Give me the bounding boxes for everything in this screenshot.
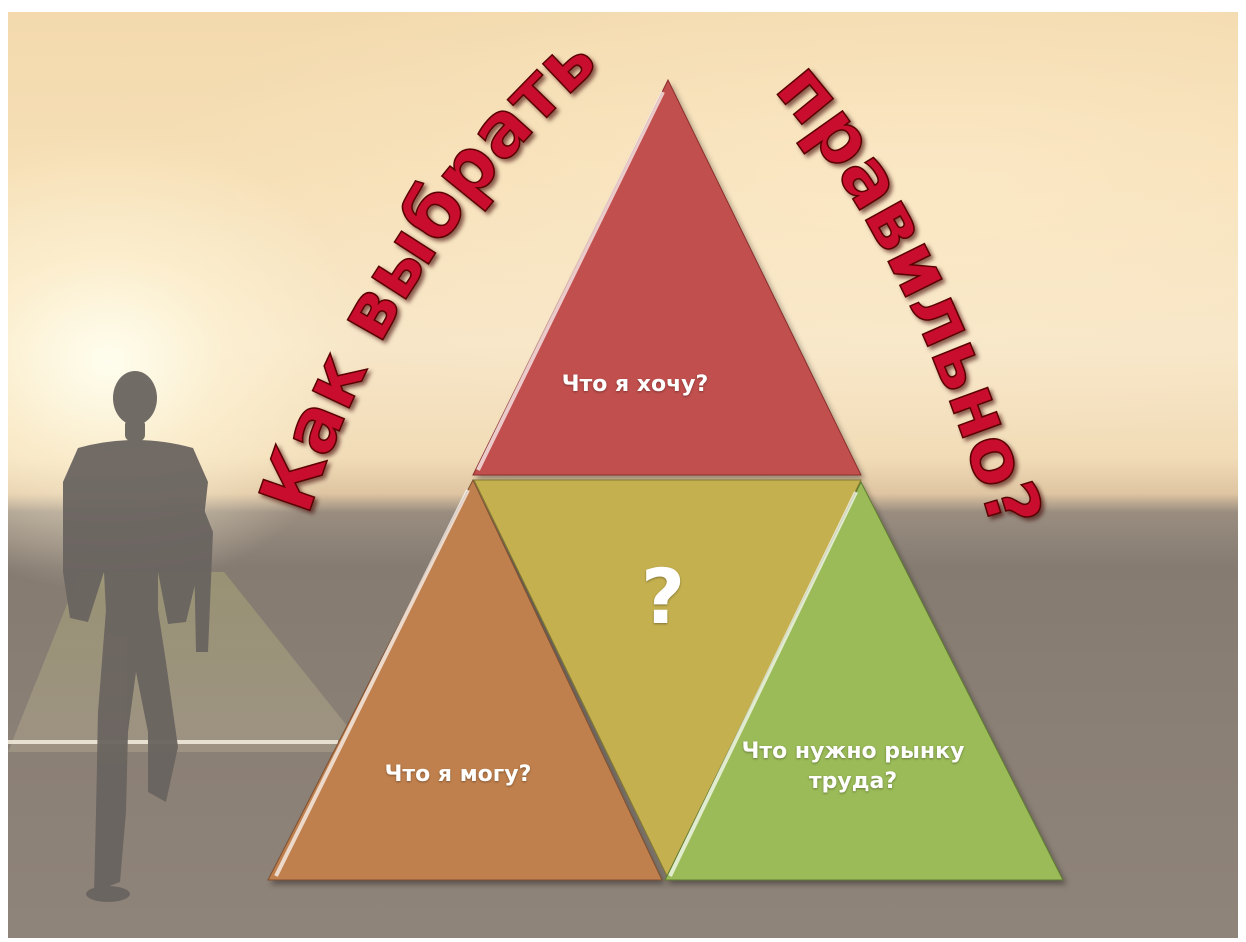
pyramid-diagram: Как выбрать правильно? [63,15,1064,902]
man-silhouette [63,371,213,902]
slide: Как выбрать правильно? Что я хочу? ? Что… [8,12,1238,938]
label-can: Что я могу? [384,762,532,787]
label-market: Что нужно рынку труда? [741,739,965,794]
triangle-can [267,478,663,881]
label-center-question: ? [640,552,686,641]
label-want: Что я хочу? [561,372,709,397]
